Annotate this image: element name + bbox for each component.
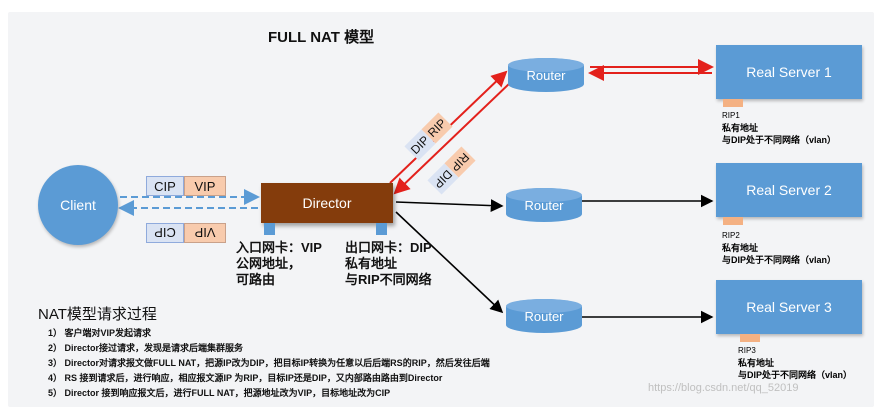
real-server-3: Real Server 3 [716,280,862,334]
director-label: Director [302,195,352,211]
real-server-1-label: Real Server 1 [746,64,832,80]
server-1-notes: RIP1 私有地址 与DIP处于不同网络（vlan） [722,110,836,146]
director-node: Director [261,183,393,223]
in-nic-line2: 公网地址， [236,256,302,271]
director-to-router2-arrow [395,199,504,212]
router-1-label: Router [526,68,566,83]
step-5: 5） Director 接到响应报文后，进行FULL NAT，把源地址改为VIP… [48,388,391,398]
server-1-line2: 与DIP处于不同网络（vlan） [722,135,837,145]
rip1-port [723,99,743,107]
step-3: 3） Director对请求报文做FULL NAT，把源IP改为DIP，把目标I… [48,358,490,368]
server-3-notes: RIP3 私有地址 与DIP处于不同网络（vlan） [738,345,852,381]
router-2-label: Router [524,198,564,213]
router1-to-director-arrow [393,80,513,195]
out-nic-text: 出口网卡：DIP 私有地址 与RIP不同网络 [345,240,432,288]
real-server-3-label: Real Server 3 [746,299,832,315]
in-nic-text: 入口网卡：VIP 公网地址， 可路由 [236,240,322,288]
diagram-title: FULL NAT 模型 [268,29,375,46]
server-1-line1: 私有地址 [722,123,759,133]
router-3: Router [506,299,582,333]
rip2-port [723,217,743,225]
server-2-rip: RIP2 [722,231,740,240]
in-nic-line1: 入口网卡：VIP [236,240,322,255]
step-2: 2） Director接过请求，发现是请求后端集群服务 [48,343,244,353]
out-nic-port [376,223,387,235]
rip3-port [740,334,760,342]
server-3-line2: 与DIP处于不同网络（vlan） [738,370,853,380]
router-2: Router [506,188,582,222]
in-nic-line3: 可路由 [236,272,276,287]
server-2-line1: 私有地址 [722,243,759,253]
out-nic-line2: 私有地址 [345,256,398,271]
real-server-1: Real Server 1 [716,45,862,99]
router-1: Router [508,58,584,92]
steps-title: NAT模型请求过程 [38,306,157,323]
client-label: Client [60,197,96,213]
packet-vip-tag: VIP [184,176,226,196]
router-3-label: Router [524,309,564,324]
server-3-line1: 私有地址 [738,358,775,368]
in-nic-port [264,223,275,235]
client-node: Client [38,165,118,245]
packet-vip-reply-tag: VIP [184,223,226,243]
server-2-notes: RIP2 私有地址 与DIP处于不同网络（vlan） [722,230,836,266]
real-server-2: Real Server 2 [716,163,862,217]
step-4: 4） RS 接到请求后，进行响应，相应报文源IP 为RIP，目标IP还是DIP，… [48,373,443,383]
server-2-line2: 与DIP处于不同网络（vlan） [722,255,837,265]
out-nic-line1: 出口网卡：DIP [345,240,432,255]
packet-cip-reply-tag: CIP [146,223,184,243]
packet-cip-tag: CIP [146,176,184,196]
out-nic-line3: 与RIP不同网络 [345,272,432,287]
server-1-rip: RIP1 [722,111,740,120]
watermark: https://blog.csdn.net/qq_52019 [648,382,799,394]
director-to-router3-arrow [395,211,504,314]
server-3-rip: RIP3 [738,346,756,355]
real-server-2-label: Real Server 2 [746,182,832,198]
step-1: 1） 客户端对VIP发起请求 [48,328,152,338]
